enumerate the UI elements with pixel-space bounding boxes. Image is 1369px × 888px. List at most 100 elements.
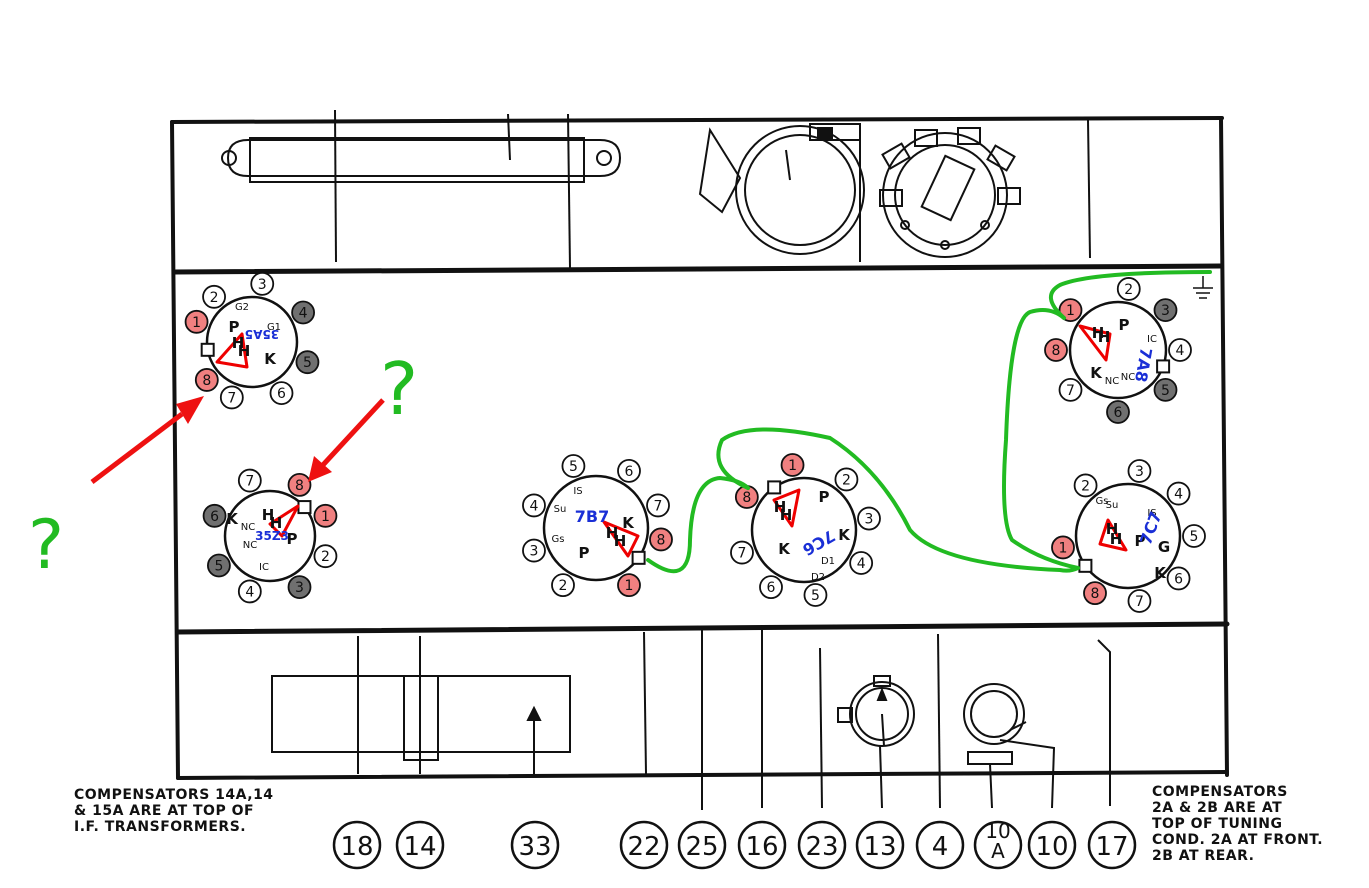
wire-7c6-to-7c7 xyxy=(716,427,1080,573)
element-label: Su xyxy=(554,504,567,515)
heater-symbol-icon xyxy=(215,332,249,369)
socket-pin xyxy=(1153,298,1178,323)
socket-pin xyxy=(617,458,641,483)
tube-type-label: 7B7 xyxy=(575,507,609,526)
socket-pin xyxy=(219,385,244,410)
callout-label: 10 xyxy=(985,819,1010,843)
callout-5: 16 xyxy=(737,820,787,870)
socket-pin xyxy=(551,573,575,598)
heater-symbol-icon xyxy=(1078,324,1112,362)
pin-number: 5 xyxy=(1161,383,1170,399)
callout-label: 17 xyxy=(1095,832,1128,862)
callout-11: 17 xyxy=(1087,820,1137,870)
element-label: IC xyxy=(1147,334,1157,345)
pin-number: 4 xyxy=(245,584,254,600)
chassis-outline xyxy=(170,116,1230,780)
element-label: IS xyxy=(573,486,582,497)
socket-pin xyxy=(649,527,673,552)
element-label: H xyxy=(262,506,275,524)
note-right-compensators: COMPENSATORS 2A & 2B ARE AT TOP OF TUNIN… xyxy=(1152,784,1324,864)
callout-label: 14 xyxy=(403,832,436,862)
pin-number: 1 xyxy=(321,509,330,525)
socket-pin xyxy=(646,493,670,518)
element-label: K xyxy=(778,540,791,558)
chassis-right-edge xyxy=(1219,116,1229,777)
element-label: K xyxy=(264,350,277,368)
socket-body xyxy=(1074,482,1182,590)
pin-number: 3 xyxy=(530,544,539,560)
element-label: H xyxy=(1092,324,1105,342)
pin-number: 5 xyxy=(303,355,312,371)
socket-pin xyxy=(1106,400,1130,424)
socket-pin xyxy=(1044,338,1068,362)
top-section xyxy=(221,109,1091,269)
socket-pin xyxy=(194,368,219,392)
pin-number: 3 xyxy=(1135,464,1144,480)
pin-number: 4 xyxy=(530,498,539,514)
socket-pin xyxy=(1116,277,1141,301)
callout-label: 13 xyxy=(863,832,896,862)
element-label: NC xyxy=(1105,376,1119,387)
callout-label: 16 xyxy=(745,832,778,862)
element-label: P xyxy=(287,530,298,548)
socket-pin xyxy=(1058,298,1083,323)
socket-pin xyxy=(1058,377,1083,402)
socket-body xyxy=(205,295,299,389)
element-label: P xyxy=(1119,316,1130,334)
socket-pin xyxy=(803,583,828,607)
callout-7: 13 xyxy=(855,820,905,870)
heater-symbol-icon xyxy=(1098,518,1128,552)
chassis-top-edge xyxy=(170,116,1224,124)
heater-symbol-icon xyxy=(602,520,640,558)
pin-number: 4 xyxy=(299,306,308,322)
element-label: H xyxy=(232,334,245,352)
callout-9: 10A xyxy=(973,819,1023,870)
key-notch-icon xyxy=(631,550,646,565)
element-label: H xyxy=(1106,520,1119,538)
tube-type-label: 35Z3 xyxy=(255,529,289,543)
pin-number: 1 xyxy=(1059,540,1068,556)
heater-wiring xyxy=(646,270,1212,574)
pin-number: 7 xyxy=(654,498,663,514)
element-label: K xyxy=(622,514,635,532)
pin-number: 1 xyxy=(192,315,201,331)
pin-number: 2 xyxy=(210,290,219,306)
arrow-to-35z3 xyxy=(320,398,385,468)
element-label: H xyxy=(774,498,787,516)
pin-number: 6 xyxy=(210,509,219,525)
callout-label: 33 xyxy=(518,832,551,862)
socket-pin xyxy=(561,454,586,478)
socket-pin xyxy=(522,538,546,563)
socket-pin xyxy=(1166,481,1191,506)
socket-pin xyxy=(313,503,338,528)
element-label: D2 xyxy=(811,572,825,583)
socket-pin xyxy=(250,271,275,296)
socket-pin xyxy=(291,300,315,325)
element-label: H xyxy=(606,524,619,542)
socket-pin xyxy=(1166,566,1191,591)
socket-pin xyxy=(759,575,783,600)
socket-pin xyxy=(1168,338,1192,362)
heater-symbol-icon xyxy=(772,488,801,528)
pin-number: 2 xyxy=(842,472,851,488)
socket-pin xyxy=(1127,589,1152,613)
lower-divider xyxy=(175,621,1230,635)
socket-pin xyxy=(1153,377,1178,402)
pin-number: 3 xyxy=(1161,303,1170,319)
pin-number: 2 xyxy=(1124,282,1133,298)
element-label: H xyxy=(780,506,793,524)
volume-control xyxy=(837,675,915,809)
question-mark-left: ? xyxy=(28,506,64,585)
socket-pin xyxy=(202,284,226,309)
pin-number: 8 xyxy=(657,532,666,548)
pin-number: 8 xyxy=(295,478,304,494)
pin-number: 7 xyxy=(738,546,747,562)
annotation-arrows xyxy=(90,396,385,484)
callout-label: 10 xyxy=(1035,832,1068,862)
chassis-left-edge xyxy=(170,120,180,780)
wire-7a8-to-ground xyxy=(1049,270,1212,320)
